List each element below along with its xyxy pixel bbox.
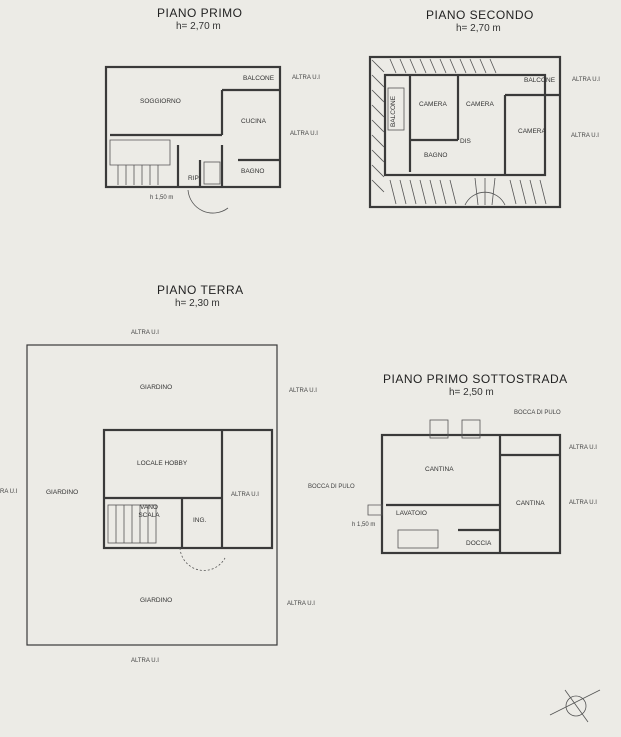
piano-sottostrada-walls (380, 433, 562, 555)
altra-ui-primo-2: ALTRA U.I (290, 131, 318, 137)
room-camera-3: CAMERA (518, 128, 546, 135)
room-camera-2: CAMERA (466, 101, 494, 108)
altra-ui-terra-left: RA U.I (0, 489, 18, 495)
piano-secondo-roof-hatching (371, 58, 547, 206)
room-bagno-secondo: BAGNO (424, 152, 448, 159)
room-vano-scala: VANO SCALA (138, 504, 160, 519)
piano-terra-title: PIANO TERRA (157, 283, 244, 297)
room-locale-hobby: LOCALE HOBBY (137, 460, 188, 467)
altra-ui-terra-right-bottom: ALTRA U.I (287, 601, 315, 607)
bocca-di-pulo-1: BOCCA DI PULO (514, 410, 561, 416)
room-cucina: CUCINA (241, 118, 266, 125)
giardino-top: GIARDINO (140, 384, 173, 391)
room-rip: RIP (188, 175, 199, 182)
altra-ui-secondo-2: ALTRA U.I (571, 133, 599, 139)
compass-rose (549, 689, 601, 723)
room-cantina-1: CANTINA (425, 466, 454, 473)
piano-terra-height: h= 2,30 m (175, 298, 220, 309)
piano-terra-stairs (107, 504, 226, 571)
piano-terra-walls (26, 344, 278, 646)
room-ingresso: ING. (193, 517, 207, 524)
piano-secondo-walls (368, 55, 562, 209)
room-camera-1: CAMERA (419, 101, 447, 108)
room-soggiorno: SOGGIORNO (140, 98, 181, 105)
giardino-bottom: GIARDINO (140, 597, 173, 604)
bocca-di-pulo-2: BOCCA DI PULO (308, 484, 355, 490)
piano-secondo-title: PIANO SECONDO (426, 8, 534, 22)
quota-sottostrada: h 1,50 m (352, 522, 376, 528)
altra-ui-sottostrada-2: ALTRA U.I (569, 500, 597, 506)
giardino-left: GIARDINO (46, 489, 79, 496)
altra-ui-terra-top: ALTRA U.I (131, 330, 159, 336)
balcone-secondo-2: BALCONE (390, 95, 398, 128)
altra-ui-secondo-1: ALTRA U.I (572, 77, 600, 83)
room-lavatoio: LAVATOIO (396, 510, 427, 517)
room-bagno-primo: BAGNO (241, 168, 265, 175)
piano-sottostrada-title: PIANO PRIMO SOTTOSTRADA (383, 372, 568, 386)
piano-primo-stairs (109, 139, 229, 214)
quota-primo: h 1,50 m (150, 195, 174, 201)
balcone-primo: BALCONE (243, 75, 275, 82)
altra-ui-sottostrada-1: ALTRA U.I (569, 445, 597, 451)
altra-ui-terra-right: ALTRA U.I (289, 388, 317, 394)
piano-secondo-height: h= 2,70 m (456, 23, 501, 34)
altra-ui-primo-1: ALTRA U.I (292, 75, 320, 81)
altra-ui-terra-bottom: ALTRA U.I (131, 658, 159, 664)
piano-primo-height: h= 2,70 m (176, 21, 221, 32)
piano-primo-title: PIANO PRIMO (157, 6, 243, 20)
piano-sottostrada-details (367, 419, 481, 549)
room-doccia: DOCCIA (466, 540, 492, 547)
room-dis: DIS (460, 138, 471, 145)
balcone-secondo-1: BALCONE (524, 77, 556, 84)
piano-sottostrada-height: h= 2,50 m (449, 387, 494, 398)
room-cantina-2: CANTINA (516, 500, 545, 507)
altra-ui-terra-inner: ALTRA U.I (231, 492, 259, 498)
piano-primo-walls (104, 65, 282, 189)
